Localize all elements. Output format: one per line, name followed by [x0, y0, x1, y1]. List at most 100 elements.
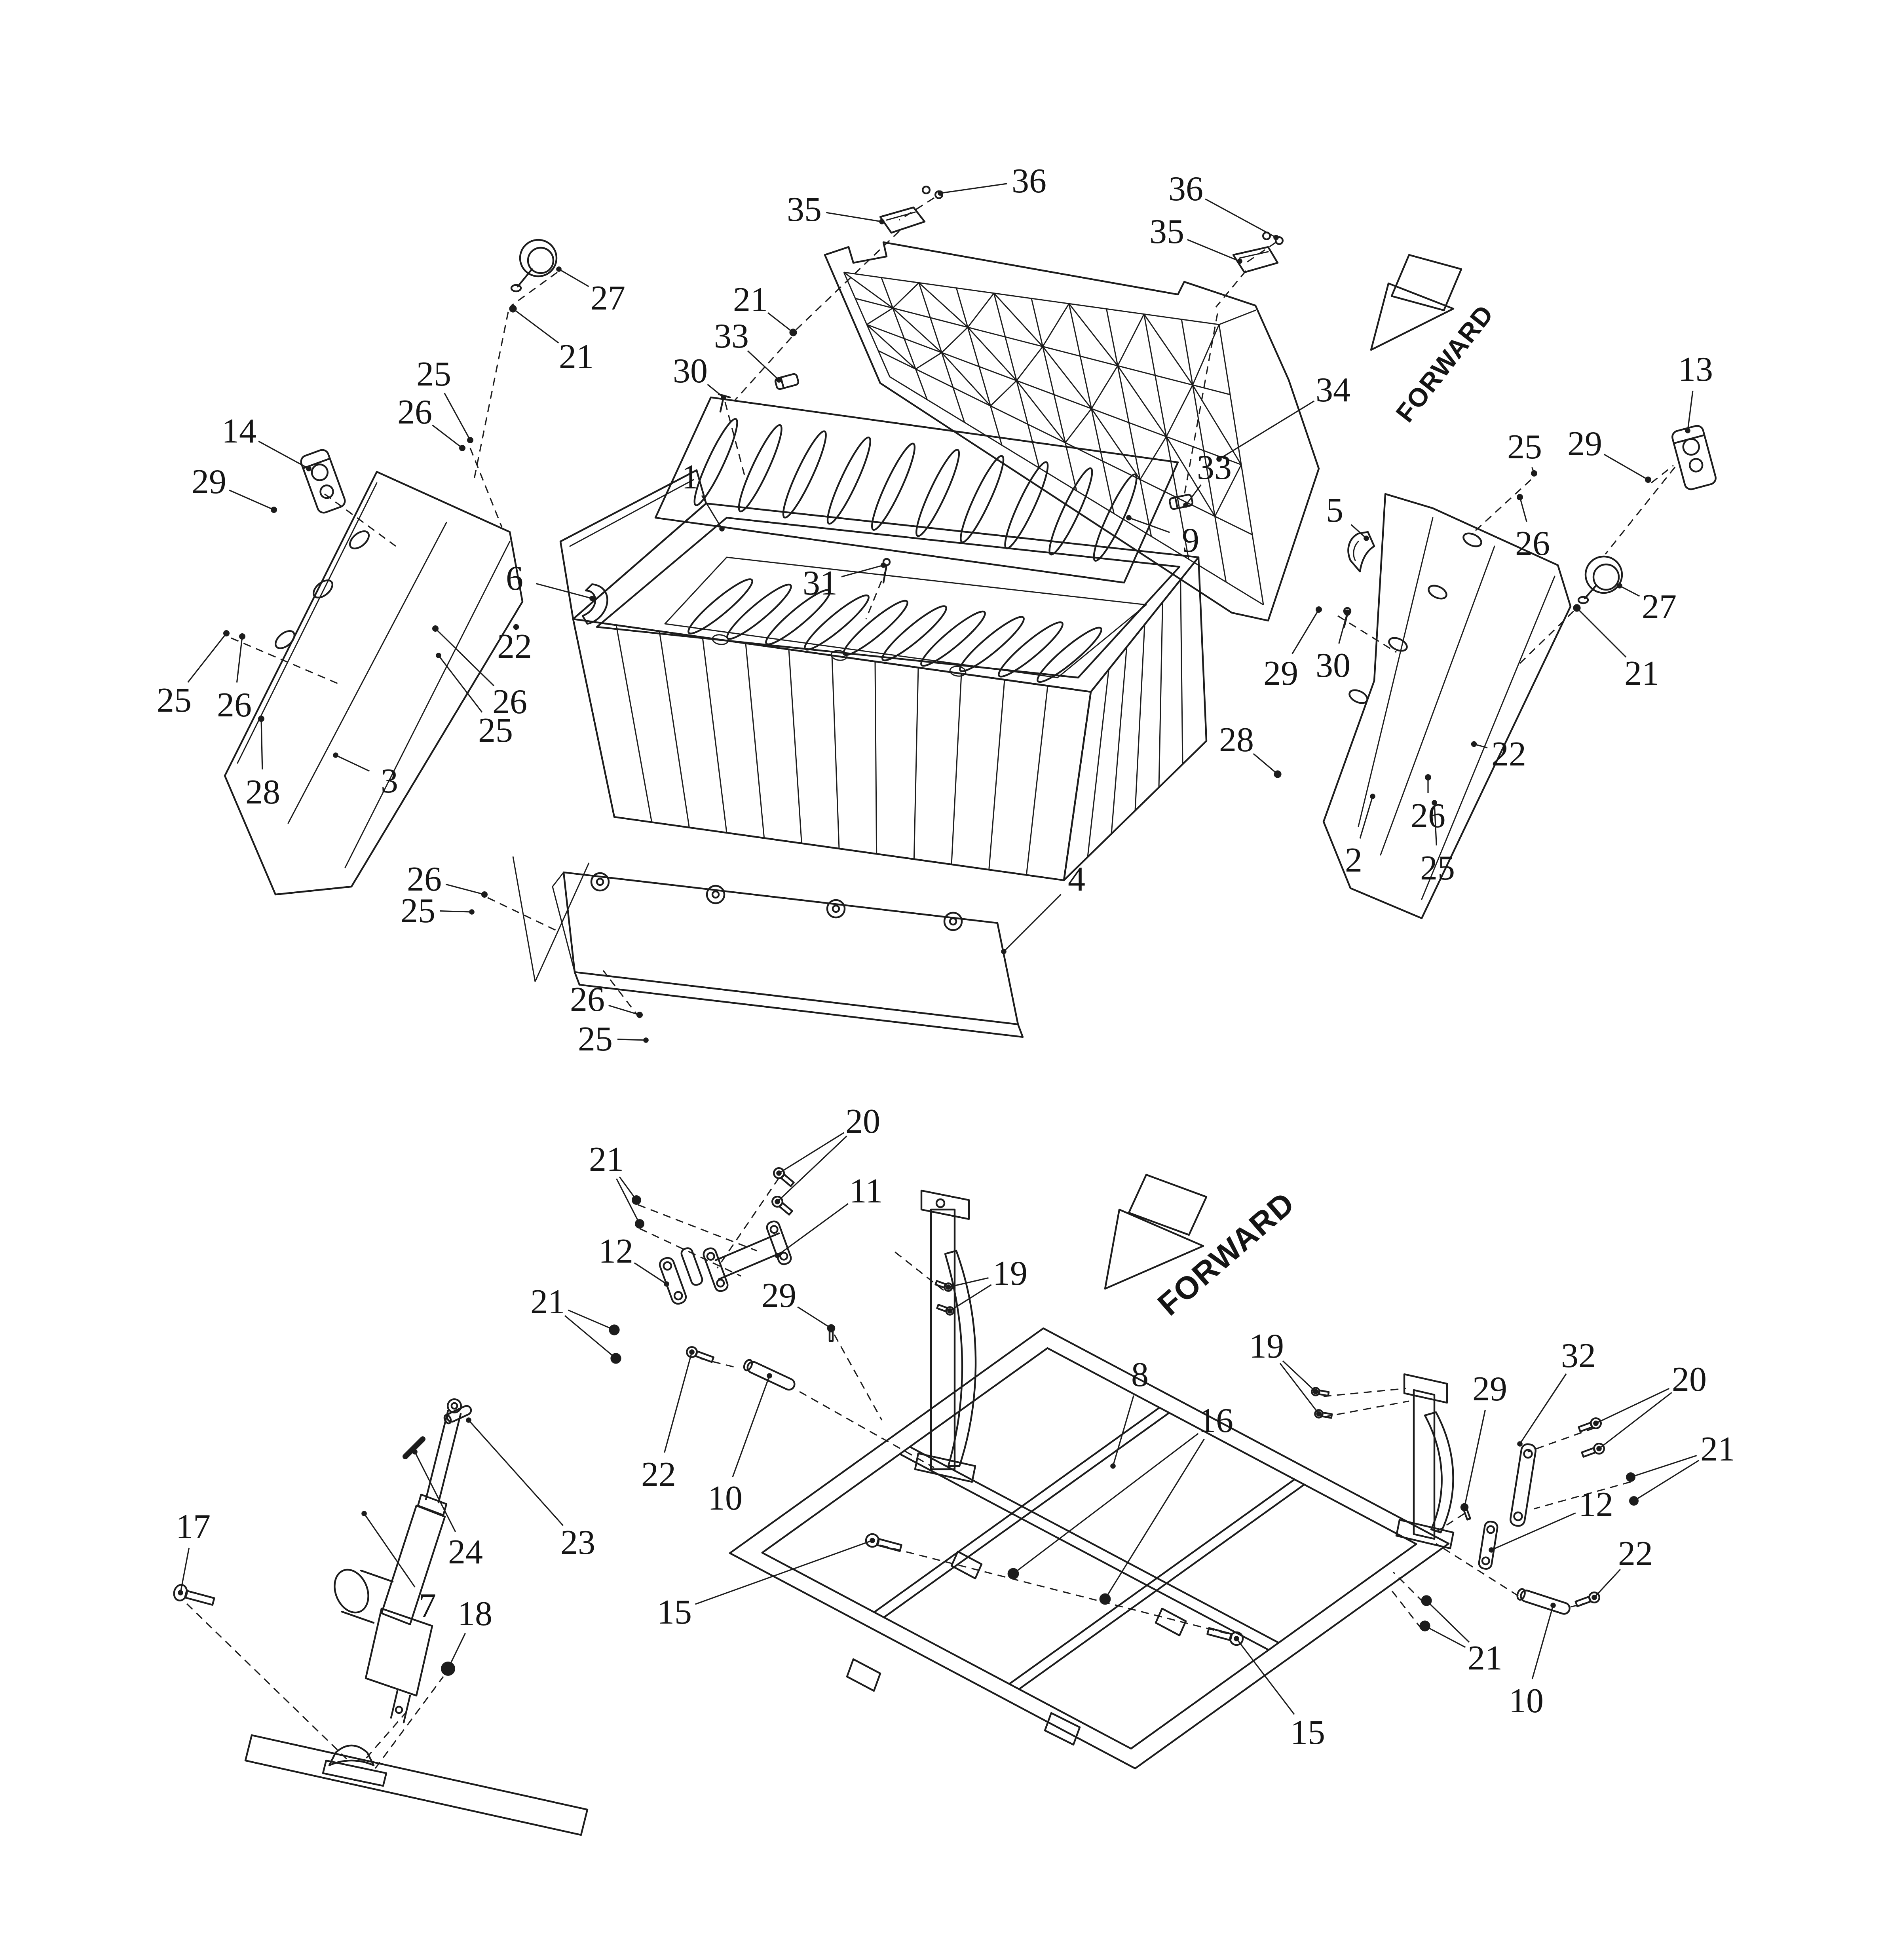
cap-left [510, 239, 558, 292]
callout-20: 20 [1593, 1360, 1707, 1451]
part-number-label: 25 [478, 711, 513, 750]
sub-frame [729, 1327, 1450, 1770]
part-number-label: 26 [1411, 797, 1445, 835]
part-number-label: 13 [1678, 350, 1713, 389]
part-number-label: 20 [845, 1102, 880, 1141]
callout-11: 11 [775, 1172, 883, 1258]
callout-34: 34 [1216, 371, 1350, 462]
callout-25: 25 [578, 1020, 649, 1058]
pivot-pin-left [743, 1359, 796, 1391]
callout-6: 6 [506, 559, 595, 601]
part-number-label: 31 [803, 564, 838, 602]
hook-6 [581, 583, 608, 625]
part-number-label: 35 [1149, 213, 1184, 251]
callout-36: 36 [1168, 170, 1279, 240]
callout-26: 26 [1411, 775, 1445, 835]
callout-25: 25 [436, 653, 513, 750]
tailgate-panel [552, 871, 1024, 1038]
forward-label-top: FORWARD [1390, 299, 1499, 427]
part-number-label: 25 [578, 1020, 613, 1058]
callout-22: 22 [641, 1349, 695, 1494]
callout-29: 29 [192, 463, 277, 513]
callout-36: 36 [938, 162, 1046, 200]
part-number-label: 35 [787, 190, 822, 229]
callout-3: 3 [333, 752, 398, 800]
sub-frame-tabs [846, 1550, 1187, 1746]
callout-26: 26 [407, 860, 487, 898]
callout-21: 21 [1574, 605, 1659, 693]
callout-8: 8 [1110, 1356, 1149, 1469]
callout-29: 29 [1263, 607, 1322, 693]
cap-right [1577, 555, 1623, 604]
callout-12: 12 [598, 1232, 669, 1287]
part-number-label: 11 [849, 1172, 883, 1210]
part-number-label: 8 [1131, 1356, 1149, 1394]
callout-27: 27 [1617, 583, 1677, 626]
part-number-label: 36 [1012, 162, 1046, 200]
callout-33: 33 [714, 317, 782, 383]
callout-26: 26 [570, 980, 642, 1019]
screw-31 [882, 558, 891, 584]
callout-30: 30 [1316, 610, 1350, 685]
assembly-dashed-lines [186, 197, 1676, 1769]
pivot-post-right [1395, 1373, 1455, 1550]
cargo-tub-ribs [615, 579, 1183, 875]
lift-actuator [334, 1398, 462, 1724]
cargo-tub [559, 469, 1208, 881]
part-number-label: 29 [762, 1276, 796, 1315]
part-number-label: 25 [1420, 849, 1455, 887]
part-number-label: 33 [714, 317, 749, 355]
callout-25: 25 [401, 892, 475, 930]
callout-28: 28 [245, 716, 280, 811]
hinge-bracket-left [879, 186, 943, 234]
callout-15: 15 [1234, 1636, 1325, 1752]
fold-lines [512, 856, 590, 982]
callout-29: 29 [1567, 425, 1651, 482]
part-number-label: 34 [1316, 371, 1350, 409]
sub-frame-rails [761, 1347, 1417, 1750]
callout-5: 5 [1326, 491, 1369, 541]
part-number-label: 10 [708, 1479, 743, 1517]
cargo-tub-floor-slots [688, 578, 1102, 683]
callout-27: 27 [556, 266, 625, 317]
callout-25: 25 [416, 355, 473, 443]
latch-right [1671, 425, 1717, 490]
callout-17: 17 [176, 1508, 211, 1595]
part-number-label: 21 [530, 1283, 565, 1321]
fasteners [173, 305, 1651, 1676]
callout-1: 1 [682, 458, 725, 532]
part-number-label: 10 [1509, 1682, 1544, 1720]
part-number-label: 1 [682, 458, 699, 496]
part-number-label: 5 [1326, 491, 1343, 530]
part-number-label: 22 [497, 627, 532, 666]
actuator-mount-bar [244, 1734, 589, 1836]
callout-13: 13 [1678, 350, 1713, 433]
part-number-label: 7 [419, 1587, 436, 1625]
callout-7: 7 [361, 1511, 436, 1625]
callout-31: 31 [803, 562, 886, 602]
part-number-label: 27 [1642, 588, 1677, 626]
callout-21: 21 [733, 281, 796, 335]
part-number-label: 12 [1578, 1485, 1613, 1524]
part-number-label: 17 [176, 1508, 211, 1546]
part-number-label: 26 [570, 980, 605, 1019]
part-number-label: 21 [1624, 654, 1659, 693]
part-number-label: 15 [657, 1593, 692, 1631]
left-side-panel [224, 471, 524, 896]
link-plate-12-left [659, 1247, 703, 1305]
callout-22: 22 [1471, 735, 1526, 773]
callout-21: 21 [589, 1140, 642, 1227]
callout-19: 19 [1249, 1327, 1322, 1417]
part-number-label: 21 [559, 338, 594, 376]
callout-24: 24 [412, 1449, 483, 1571]
forward-label-bottom: FORWARD [1151, 1185, 1301, 1322]
part-number-label: 29 [1472, 1370, 1507, 1408]
pivot-post-center [914, 1189, 977, 1483]
part-number-label: 3 [381, 762, 398, 800]
callouts: 3635363534332130272113193313292526272152… [157, 162, 1735, 1752]
part-number-label: 26 [1515, 524, 1550, 563]
callout-22: 22 [497, 624, 532, 666]
part-number-label: 14 [222, 412, 256, 450]
forward-arrow-top [1370, 254, 1462, 351]
